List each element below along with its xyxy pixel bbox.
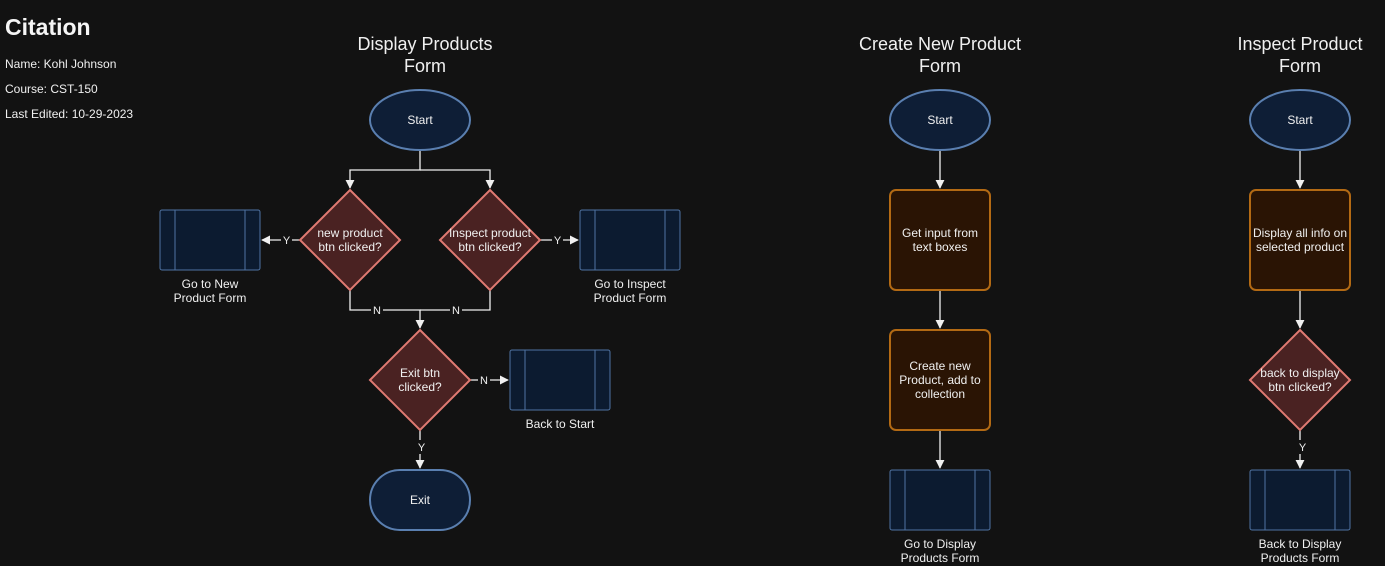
edge-label-yes: Y (416, 440, 427, 454)
citation-title: Citation (5, 14, 91, 40)
svg-text:Back to Display: Back to Display (1259, 537, 1342, 551)
svg-text:new product: new product (317, 226, 383, 240)
edge-start-to-inspect-decision (420, 169, 495, 189)
svg-text:clicked?: clicked? (398, 380, 442, 394)
svg-text:btn clicked?: btn clicked? (318, 240, 382, 254)
svg-text:N: N (373, 305, 381, 317)
section-title-display: Display Products Form (357, 34, 492, 76)
go-to-new-product-form-node: Go to New Product Form (159, 209, 261, 305)
svg-text:Get input from: Get input from (902, 226, 978, 240)
inspect-start-node: Start (1249, 89, 1351, 151)
edge-new-decision-no (349, 290, 425, 329)
section-title-create: Create New Product Form (859, 34, 1021, 76)
inspect-product-decision: Inspect product btn clicked? (438, 188, 542, 292)
svg-text:Y: Y (283, 235, 291, 247)
svg-text:Go to Inspect: Go to Inspect (594, 277, 666, 291)
edge-labels-layer: Y Y N N N Y Y (281, 233, 1308, 454)
edge-label-no: N (450, 303, 462, 317)
display-start-node: Start (369, 89, 471, 151)
svg-text:Form: Form (404, 56, 446, 76)
edge-label-no: N (478, 373, 490, 387)
back-to-display-products-node: Back to Display Products Form (1249, 469, 1351, 565)
citation-block: Citation Name: Kohl Johnson Course: CST-… (5, 14, 133, 132)
svg-text:Create new: Create new (909, 359, 971, 373)
svg-text:btn clicked?: btn clicked? (458, 240, 522, 254)
svg-text:Display all info on: Display all info on (1253, 226, 1347, 240)
svg-text:Product Form: Product Form (594, 291, 667, 305)
svg-text:Start: Start (407, 113, 433, 127)
svg-text:Exit: Exit (410, 493, 431, 507)
exit-decision: Exit btn clicked? (368, 328, 472, 432)
svg-text:Start: Start (1287, 113, 1313, 127)
svg-text:Products Form: Products Form (901, 551, 980, 565)
go-to-inspect-product-form-node: Go to Inspect Product Form (579, 209, 681, 305)
svg-text:collection: collection (915, 387, 965, 401)
svg-text:text boxes: text boxes (913, 240, 968, 254)
edge-label-no: N (371, 303, 383, 317)
edge-label-yes: Y (552, 233, 563, 247)
svg-text:Products Form: Products Form (1261, 551, 1340, 565)
svg-text:Y: Y (418, 442, 426, 454)
edge-label-yes: Y (1297, 440, 1308, 454)
display-info-process: Display all info on selected product (1249, 189, 1351, 291)
edge-start-to-new-decision (345, 150, 421, 189)
svg-text:Y: Y (1299, 442, 1307, 454)
svg-text:Go to Display: Go to Display (904, 537, 976, 551)
go-to-display-products-node: Go to Display Products Form (889, 469, 991, 565)
svg-text:Display Products: Display Products (357, 34, 492, 54)
citation-course: Course: CST-150 (5, 82, 98, 96)
svg-text:N: N (452, 305, 460, 317)
citation-last-edited: Last Edited: 10-29-2023 (5, 107, 134, 121)
get-input-process: Get input from text boxes (889, 189, 991, 291)
svg-text:Form: Form (919, 56, 961, 76)
svg-text:Inspect product: Inspect product (449, 226, 532, 240)
svg-text:btn clicked?: btn clicked? (1268, 380, 1332, 394)
edge-inspect-decision-no (420, 290, 491, 311)
section-title-inspect: Inspect Product Form (1237, 34, 1362, 76)
svg-text:back to display: back to display (1260, 366, 1339, 380)
edges-layer (261, 150, 1305, 469)
svg-text:N: N (480, 375, 488, 387)
svg-text:Back to Start: Back to Start (526, 417, 595, 431)
svg-text:Product Form: Product Form (174, 291, 247, 305)
svg-text:Product, add to: Product, add to (899, 373, 981, 387)
citation-name: Name: Kohl Johnson (5, 57, 117, 71)
back-to-start-node: Back to Start (509, 349, 611, 431)
create-start-node: Start (889, 89, 991, 151)
svg-text:selected product: selected product (1256, 240, 1345, 254)
svg-text:Exit btn: Exit btn (400, 366, 440, 380)
edge-label-yes: Y (281, 233, 292, 247)
svg-text:Go to New: Go to New (182, 277, 239, 291)
svg-text:Start: Start (927, 113, 953, 127)
svg-text:Y: Y (554, 235, 562, 247)
svg-text:Form: Form (1279, 56, 1321, 76)
exit-node: Exit (369, 469, 471, 531)
create-product-process: Create new Product, add to collection (889, 329, 991, 431)
svg-text:Create New Product: Create New Product (859, 34, 1021, 54)
new-product-decision: new product btn clicked? (298, 188, 402, 292)
svg-text:Inspect Product: Inspect Product (1237, 34, 1362, 54)
back-to-display-decision: back to display btn clicked? (1248, 328, 1352, 432)
